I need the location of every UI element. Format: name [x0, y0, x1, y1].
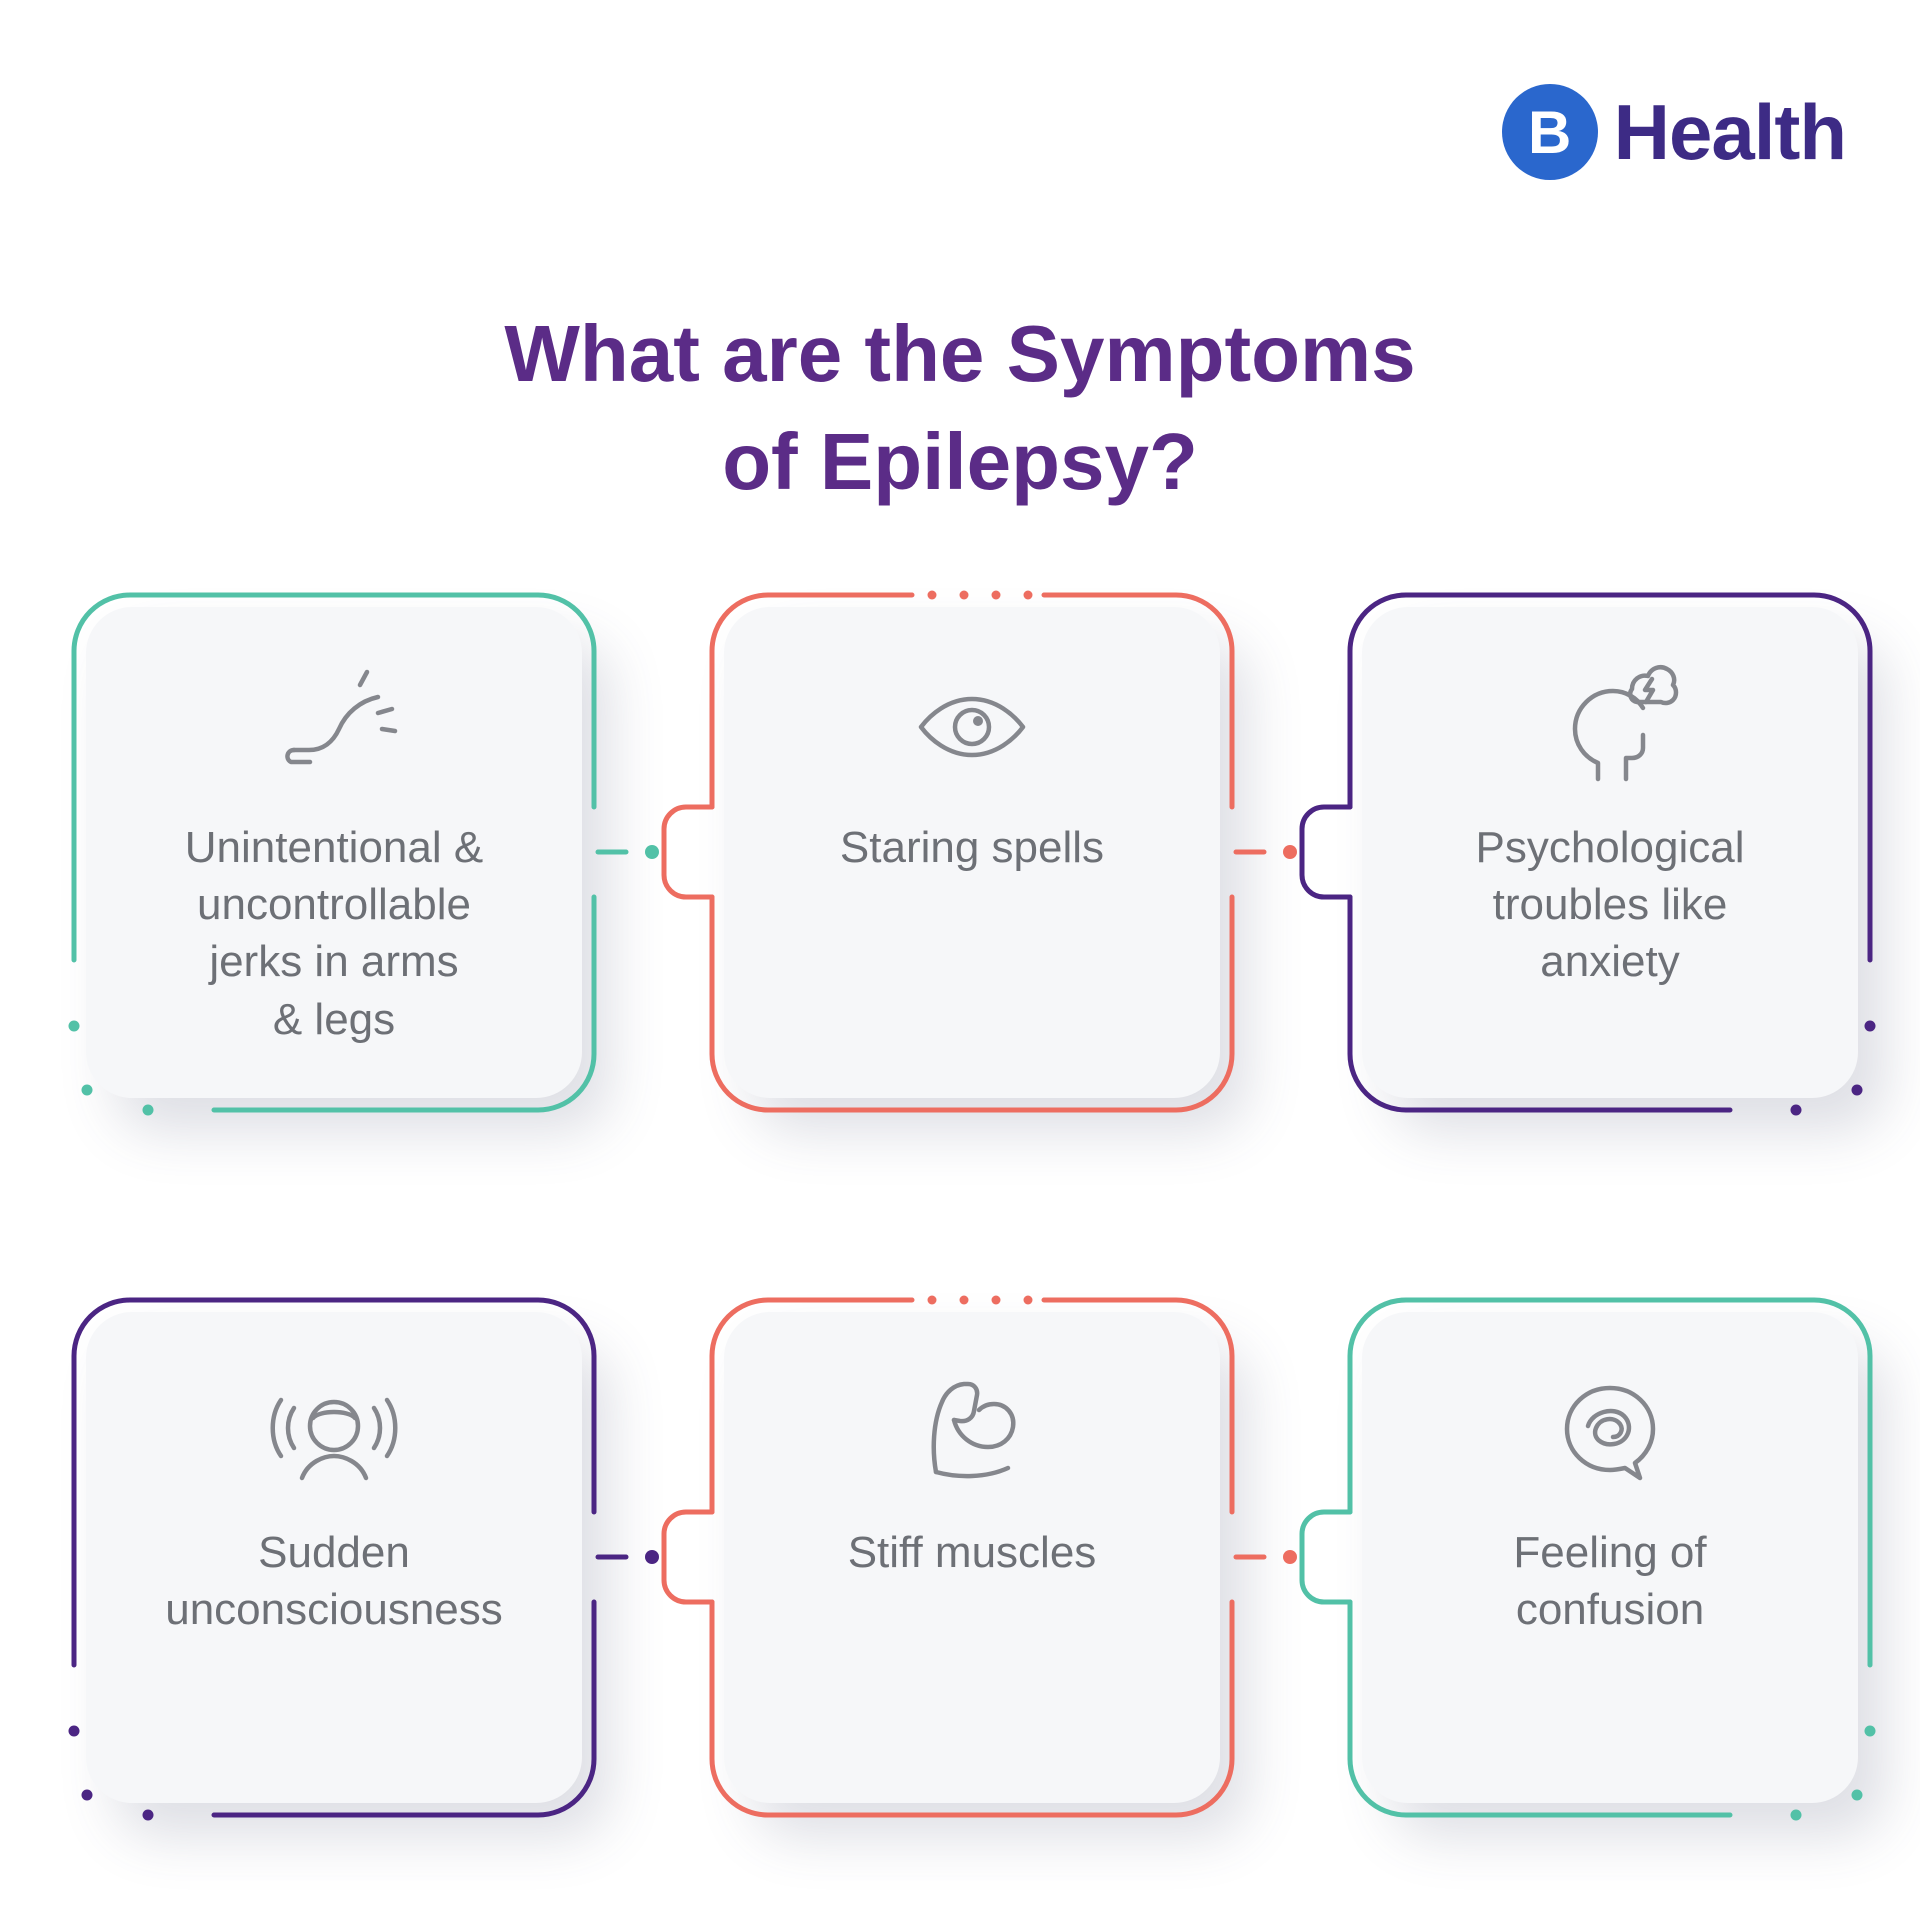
eye-icon: [902, 655, 1042, 795]
connector-dot: [645, 1550, 659, 1564]
symptom-label: Feeling of confusion: [1513, 1528, 1707, 1635]
top-gap-dots: [927, 590, 1033, 600]
jerking-limb-icon: [264, 655, 404, 795]
connector-dot: [1283, 845, 1297, 859]
brand-name: Health: [1613, 87, 1847, 176]
symptom-card-jerks: Unintentional & uncontrollable jerks in …: [68, 592, 659, 1116]
connector-dot: [645, 845, 659, 859]
symptom-card-staring: Staring spells: [661, 590, 1297, 1113]
connector-tab: [1299, 1509, 1353, 1605]
connector-tab: [661, 1509, 715, 1605]
connector-tab: [661, 804, 715, 900]
bajaj-finserv-logo-icon: B: [1501, 84, 1598, 180]
symptom-card-unconsciousness: Sudden unconsciousness: [68, 1297, 659, 1821]
symptom-card-confusion: Feeling of confusion: [1299, 1297, 1876, 1821]
symptom-label: Unintentional & uncontrollable jerks in …: [184, 823, 484, 1044]
head-vibration-icon: [264, 1360, 404, 1500]
connector-dot: [1283, 1550, 1297, 1564]
symptom-label: Stiff muscles: [847, 1528, 1097, 1577]
symptom-label: Psychological troubles like anxiety: [1475, 823, 1745, 987]
symptom-card-psychological: Psychological troubles like anxiety: [1299, 592, 1876, 1116]
connector-tab: [1299, 804, 1353, 900]
brand-logo: B Health: [1501, 84, 1847, 180]
page-title: What are the Symptoms of Epilepsy?: [504, 308, 1416, 507]
top-gap-dots: [927, 1295, 1033, 1305]
head-lightning-icon: [1540, 655, 1680, 795]
flexed-bicep-icon: [902, 1360, 1042, 1500]
symptom-card-stiff-muscles: Stiff muscles: [661, 1295, 1297, 1818]
symptom-label: Staring spells: [839, 823, 1105, 872]
confused-bubble-icon: [1540, 1360, 1680, 1500]
symptom-label: Sudden unconsciousness: [165, 1528, 503, 1635]
